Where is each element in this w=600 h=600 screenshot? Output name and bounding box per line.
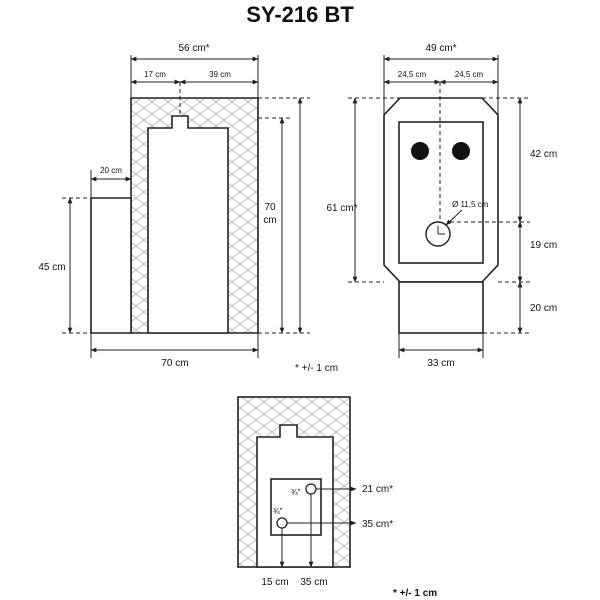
page-title: SY-216 BT: [246, 2, 354, 27]
front-base: [398, 281, 484, 334]
back-h-upper-label: 21 cm*: [362, 484, 393, 495]
side-seg-left-label: 17 cm: [144, 70, 166, 79]
side-step-width-label: 20 cm: [100, 166, 122, 175]
side-height-left-label: 45 cm: [38, 262, 65, 273]
back-fitting-upper: [305, 483, 317, 495]
side-view: 56 cm* 17 cm 39 cm 20 cm 45 cm 70 cm 70 …: [38, 43, 338, 374]
front-half-right-label: 24,5 cm: [455, 70, 484, 79]
side-tolerance-note: * +/- 1 cm: [295, 363, 338, 374]
front-h-bottom-label: 20 cm: [530, 303, 557, 314]
front-half-left-label: 24,5 cm: [398, 70, 427, 79]
back-tolerance-note: * +/- 1 cm: [393, 588, 437, 599]
front-h-top-label: 42 cm: [530, 149, 557, 160]
front-height-total-label: 61 cm*: [326, 203, 357, 214]
side-width-top-label: 56 cm*: [178, 43, 209, 54]
back-fitting-lower-label: ¾": [273, 507, 283, 516]
side-firebox: [147, 115, 229, 334]
back-fitting-lower: [276, 517, 288, 529]
back-x-right-label: 35 cm: [300, 577, 327, 588]
side-height-right-unit: cm: [263, 215, 276, 226]
back-fitting-upper-label: ¾": [291, 488, 301, 497]
side-seg-right-label: 39 cm: [209, 70, 231, 79]
front-width-top-label: 49 cm*: [425, 43, 456, 54]
side-step-box: [90, 197, 132, 334]
front-base-width-label: 33 cm: [427, 358, 454, 369]
side-height-right-value: 70: [264, 202, 276, 213]
side-width-bottom-label: 70 cm: [161, 358, 188, 369]
front-h-mid-label: 19 cm: [530, 240, 557, 251]
front-view: 49 cm* 24,5 cm 24,5 cm 61 cm* 42 cm 19 c…: [326, 43, 557, 369]
front-hole-right: [452, 142, 470, 160]
back-h-lower-label: 35 cm*: [362, 519, 393, 530]
back-x-left-label: 15 cm: [261, 577, 288, 588]
back-view: ¾" ¾" 21 cm* 35 cm* 15 cm 35 cm * +/- 1 …: [237, 396, 437, 599]
front-hole-left: [411, 142, 429, 160]
front-pipe-diameter-label: Ø 11,5 cm: [452, 200, 489, 209]
